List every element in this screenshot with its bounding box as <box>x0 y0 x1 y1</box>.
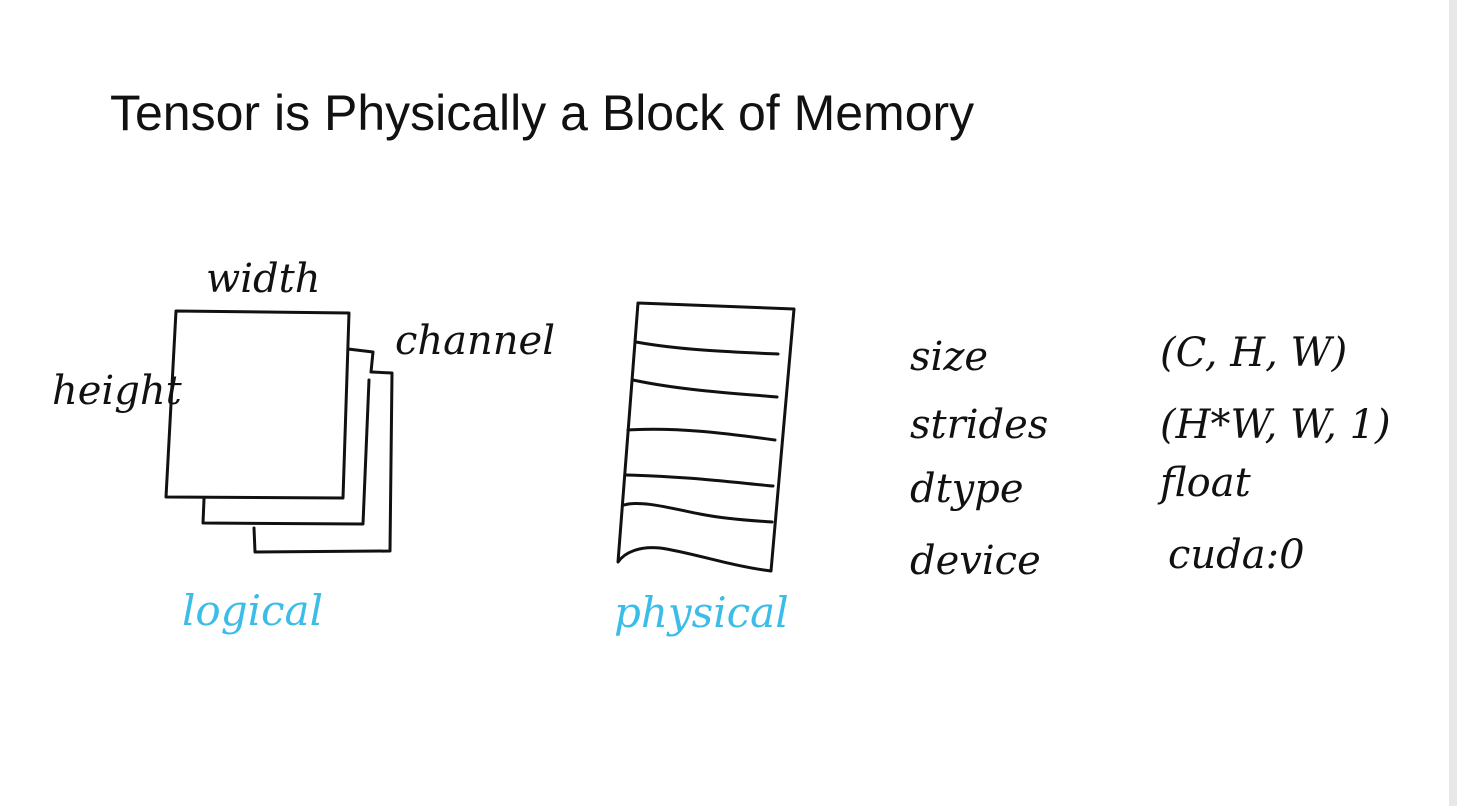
property-value: cuda:0 <box>1168 532 1305 578</box>
channel-sheet-front <box>164 309 351 500</box>
channel-sheet-middle <box>201 347 375 526</box>
channel-sheet-back <box>252 370 394 554</box>
property-name: size <box>910 334 989 380</box>
slide-title: Tensor is Physically a Block of Memory <box>110 85 975 141</box>
property-name: dtype <box>910 466 1024 512</box>
memory-block-outline <box>616 301 796 573</box>
property-name: device <box>910 538 1041 584</box>
width-label: width <box>206 256 321 302</box>
logical-tensor-sketch <box>164 309 394 554</box>
property-value: float <box>1160 460 1251 506</box>
memory-row-divider <box>631 378 779 399</box>
property-value: (C, H, W) <box>1160 330 1348 376</box>
channel-label: channel <box>395 318 555 364</box>
property-value: (H*W, W, 1) <box>1160 402 1391 448</box>
memory-row-divider <box>626 427 777 442</box>
physical-caption: physical <box>614 588 789 637</box>
memory-row-divider <box>634 340 780 356</box>
logical-caption: logical <box>182 586 324 635</box>
physical-memory-sketch <box>616 301 796 573</box>
height-label: height <box>52 368 182 414</box>
vertical-scrollbar[interactable] <box>1449 0 1457 806</box>
property-name: strides <box>910 402 1049 448</box>
memory-row-divider <box>624 473 775 488</box>
memory-row-divider <box>622 501 774 524</box>
